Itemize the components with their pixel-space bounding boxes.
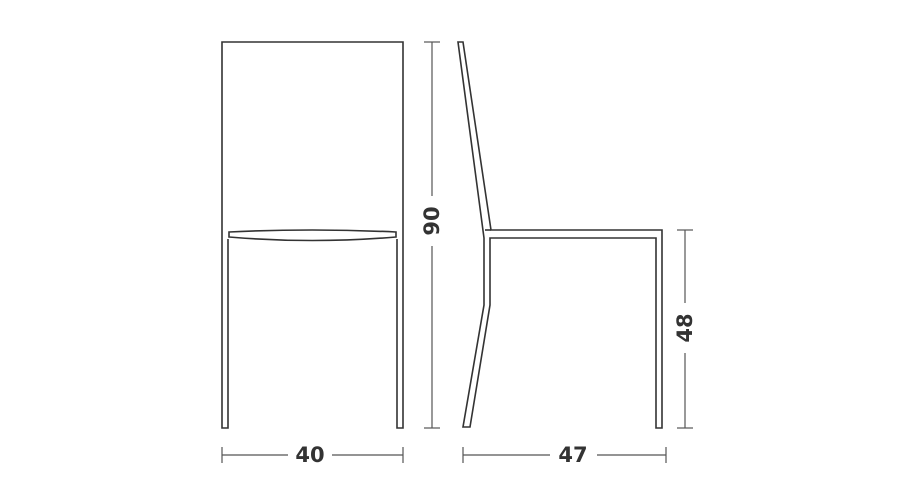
height-dimension-label: 90	[420, 206, 444, 235]
height-dimension: 90	[420, 41, 444, 429]
front-backrest-outline	[221, 41, 404, 238]
side-back-rear-leg-outline	[457, 41, 663, 429]
width-dimension: 40	[221, 443, 404, 467]
depth-dimension: 47	[462, 443, 667, 467]
chair-side-view	[457, 41, 663, 429]
width-dimension-label: 40	[295, 443, 324, 467]
chair-front-view	[221, 41, 404, 429]
seat-height-dimension: 48	[673, 229, 697, 429]
depth-dimension-label: 47	[558, 443, 587, 467]
front-seat-outline	[228, 229, 397, 242]
seat-height-dimension-label: 48	[673, 313, 697, 342]
front-right-leg-outline	[396, 234, 404, 429]
front-left-leg-outline	[221, 238, 229, 429]
